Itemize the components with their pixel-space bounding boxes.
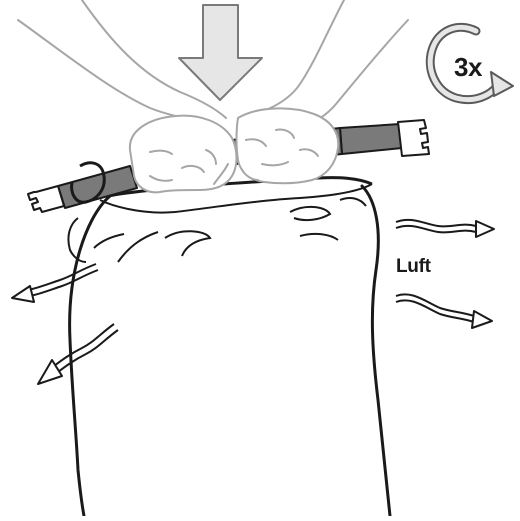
air-flow-arrow-icon <box>12 220 494 384</box>
down-arrow-icon <box>179 5 262 100</box>
buckle-left <box>28 186 64 212</box>
dry-bag <box>68 178 390 516</box>
buckle-right <box>398 120 429 156</box>
repeat-count-label: 3x <box>454 52 482 83</box>
air-label: Luft <box>396 256 431 278</box>
